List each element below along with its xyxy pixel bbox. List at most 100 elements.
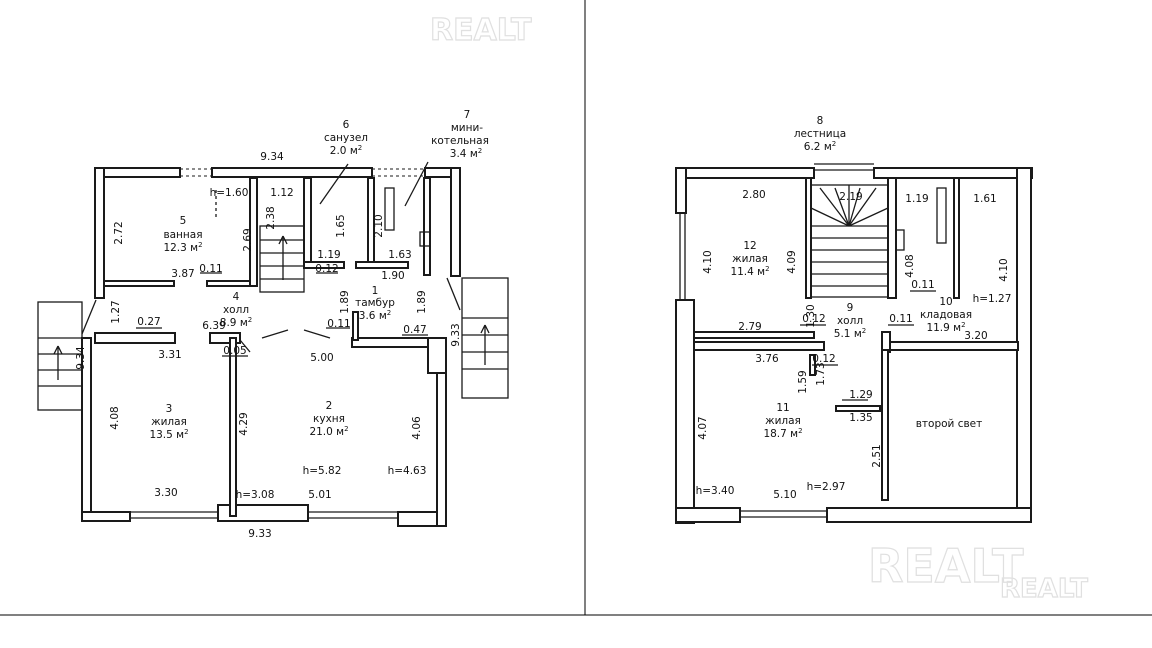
room-1-number: 1 — [372, 285, 379, 297]
room-6-area-value: 2.0 м — [330, 145, 358, 157]
wall — [94, 332, 176, 344]
dimension-d011b: 0.11 — [327, 318, 350, 330]
dimension-d408: 4.08 — [109, 406, 121, 429]
room-7-area-unit-exponent: 2 — [478, 147, 482, 155]
watermark-bottom-large: REALT — [868, 539, 1024, 593]
wall — [211, 167, 373, 178]
wall — [355, 261, 409, 269]
room-3-area-value: 13.5 м — [149, 429, 184, 441]
room-10-area: 11.9 м2 — [926, 321, 965, 334]
dimension-h160: h=1.60 — [210, 187, 249, 199]
dimension-h127: h=1.27 — [973, 293, 1012, 305]
dimension-d011u1: 0.11 — [911, 279, 934, 291]
dimension-h297: h=2.97 — [807, 481, 846, 493]
room-3-number: 3 — [166, 403, 173, 415]
room-4-area-value: 8.9 м — [220, 317, 248, 329]
room-8-label: лестница — [794, 128, 846, 140]
dimension-d410b: 4.10 — [998, 258, 1010, 281]
dimension-d408u: 4.08 — [904, 254, 916, 277]
room-4-area-unit-exponent: 2 — [248, 316, 252, 324]
room-11-area-value: 18.7 м — [763, 428, 798, 440]
watermark-bottom-small: REALT — [1000, 574, 1088, 604]
stair-arrow — [57, 345, 63, 355]
room-12-area: 11.4 м2 — [730, 265, 769, 278]
dimension-d219: 2.19 — [839, 191, 862, 203]
wall — [675, 299, 695, 524]
room-7-area-value: 3.4 м — [450, 148, 478, 160]
leader-line — [239, 339, 251, 353]
dimension-d027: 0.27 — [137, 316, 160, 328]
dimension-d510: 5.10 — [773, 489, 796, 501]
stair-winder — [834, 187, 850, 227]
dimension-d639: 6.39 — [202, 320, 225, 332]
room-3-area: 13.5 м2 — [149, 428, 188, 441]
dimension-d376: 3.76 — [755, 353, 779, 365]
dimension-d189b: 1.89 — [416, 290, 428, 313]
entrance-steps — [461, 277, 509, 399]
wall — [887, 177, 897, 299]
dimension-d501: 5.01 — [308, 489, 331, 501]
room-8-number: 8 — [817, 115, 824, 127]
wall — [675, 167, 687, 214]
entrance-steps — [37, 301, 83, 411]
room-11-number: 11 — [776, 402, 789, 414]
wall — [209, 332, 241, 344]
room-10-number: 10 — [939, 296, 952, 308]
room-7-label-line1: мини- — [451, 122, 483, 134]
stair-winder — [810, 207, 850, 227]
room-12-label: жилая — [732, 253, 768, 265]
room-7-area: 3.4 м2 — [450, 147, 482, 160]
dimension-d011a: 0.11 — [199, 263, 222, 275]
wall — [887, 341, 1019, 351]
stairs — [259, 225, 305, 293]
leader-line — [319, 163, 349, 205]
dimension-d127: 1.27 — [110, 300, 122, 323]
room-11-area: 18.7 м2 — [763, 427, 802, 440]
boiler-unit — [384, 187, 395, 231]
room-6-label: санузел — [324, 132, 368, 144]
wall — [675, 167, 815, 179]
dimension-d210: 2.10 — [373, 214, 385, 237]
stair-arrow — [480, 324, 486, 334]
room-5-area-unit-exponent: 2 — [198, 241, 202, 249]
room-6-area-unit-exponent: 2 — [358, 144, 362, 152]
stair-winder — [848, 187, 877, 227]
dimension-d161: 1.61 — [973, 193, 996, 205]
dimension-d189a: 1.89 — [339, 290, 351, 313]
stair-arrow — [53, 345, 59, 355]
dimension-bottom-width: 9.33 — [248, 528, 271, 540]
room-6-number: 6 — [343, 119, 350, 131]
entrance-door — [81, 299, 97, 335]
leader-line — [404, 161, 429, 207]
dimension-d130: 1.30 — [805, 304, 817, 327]
room-1-area-value: 3.6 м — [359, 310, 387, 322]
dimension-d012: 0.12 — [315, 263, 338, 275]
entrance-door — [446, 277, 461, 311]
dimension-d251: 2.51 — [871, 444, 883, 467]
dimension-d406: 4.06 — [411, 416, 423, 440]
dimension-d119: 1.19 — [317, 249, 340, 261]
room-2-number: 2 — [326, 400, 333, 412]
room-5-area: 12.3 м2 — [163, 241, 202, 254]
dimension-h340: h=3.40 — [696, 485, 735, 497]
stair-winder — [848, 187, 861, 227]
dimension-d163: 1.63 — [388, 249, 411, 261]
dimension-d238: 2.38 — [265, 206, 277, 229]
stair-arrow — [278, 235, 284, 245]
wall — [103, 280, 175, 287]
watermark-top: REALT — [430, 13, 532, 48]
dimension-d330: 3.30 — [154, 487, 177, 499]
dimension-h308: h=3.08 — [236, 489, 275, 501]
dimension-d159: 1.59 — [797, 370, 809, 393]
boiler-unit — [419, 231, 431, 247]
dimension-d012u2: 0.12 — [812, 353, 835, 365]
dimension-d165: 1.65 — [335, 214, 347, 237]
room-6-area: 2.0 м2 — [330, 144, 362, 157]
wall — [94, 167, 181, 178]
dimension-d135: 1.35 — [849, 412, 872, 424]
room-5-area-value: 12.3 м — [163, 242, 198, 254]
wall — [217, 504, 309, 522]
dimension-d269: 2.69 — [242, 228, 254, 251]
stair-winder — [819, 187, 850, 227]
